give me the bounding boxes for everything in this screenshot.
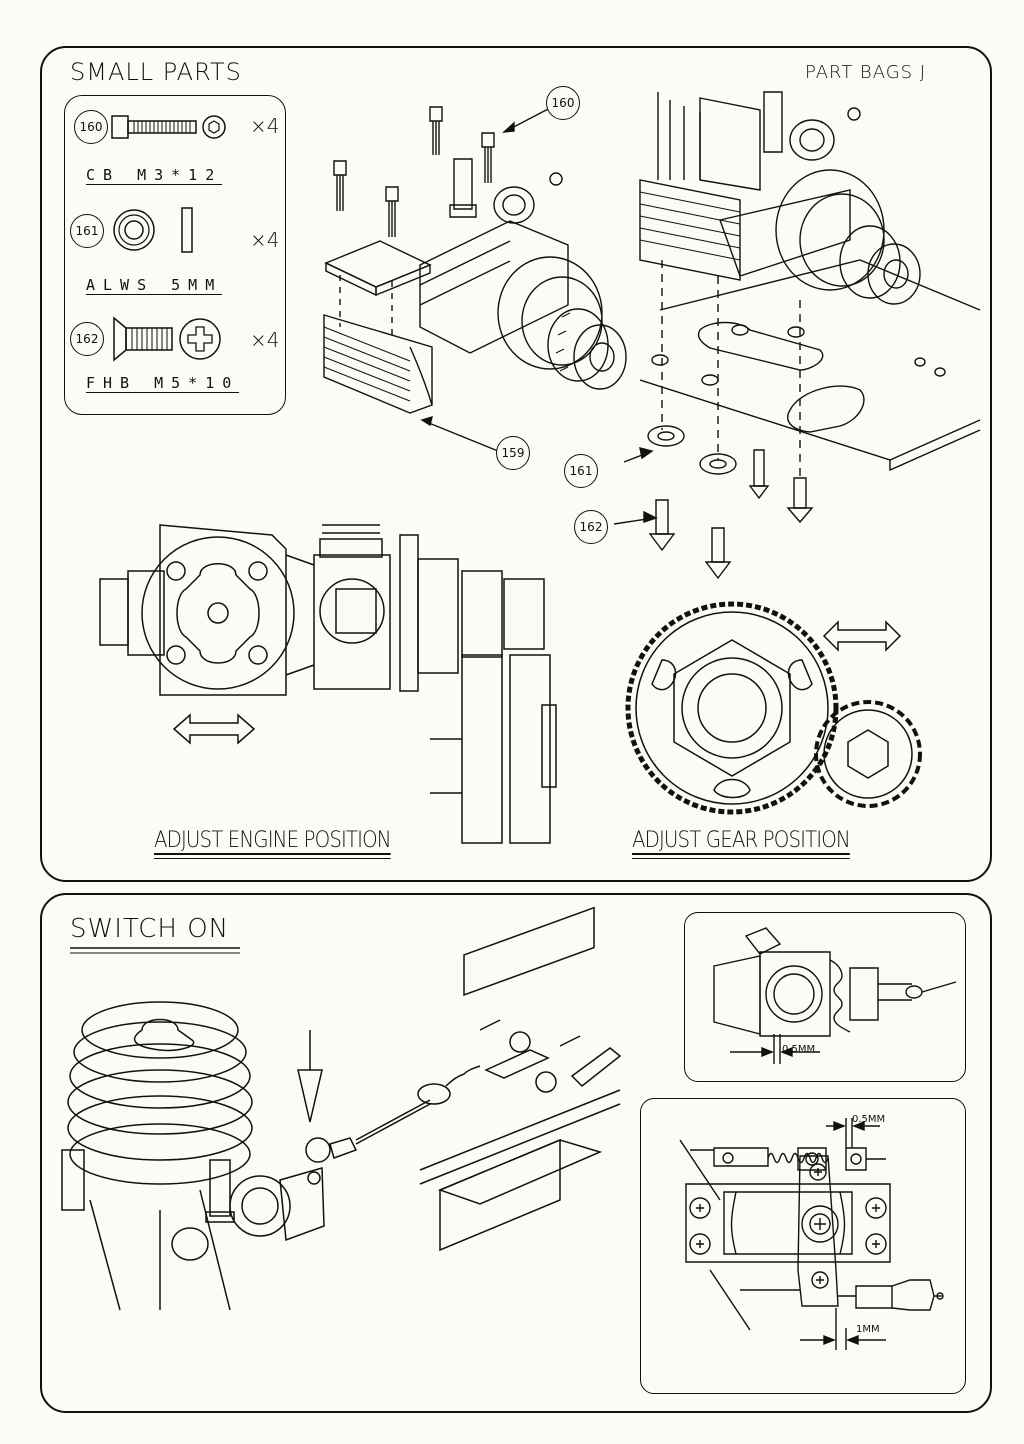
caption-adjust-engine-position: ADJUST ENGINE POSITION bbox=[154, 828, 392, 859]
cap-bolt-icon bbox=[110, 112, 230, 142]
switch-on-title-underline bbox=[70, 946, 242, 956]
dim-label-gap-link: 0.5MM bbox=[852, 1114, 886, 1125]
engine-on-chassis-exploded-drawing bbox=[560, 80, 980, 590]
engine-mount-exploded-drawing bbox=[300, 95, 620, 465]
caption-adjust-gear-position: ADJUST GEAR POSITION bbox=[632, 828, 851, 859]
engine-front-view-drawing bbox=[90, 515, 560, 850]
callout-161: 161 bbox=[564, 454, 598, 488]
top-panel bbox=[40, 46, 992, 882]
part-spec-161: ALWS 5MM bbox=[86, 276, 223, 295]
section-title-switch-on: SWITCH ON bbox=[70, 914, 230, 944]
part-number-162: 162 bbox=[70, 322, 104, 356]
small-parts-box bbox=[64, 95, 286, 415]
dim-label-gap-top: 0.5MM bbox=[782, 1044, 816, 1055]
callout-162: 162 bbox=[574, 510, 608, 544]
inset-carb-gap-box bbox=[684, 912, 966, 1082]
engine-throttle-linkage-drawing bbox=[60, 990, 620, 1310]
part-qty-162: ×4 bbox=[250, 328, 280, 352]
part-qty-161: ×4 bbox=[250, 228, 280, 252]
part-spec-160: CB M3*12 bbox=[86, 166, 223, 185]
part-spec-162: FHB M5*10 bbox=[86, 374, 240, 393]
carb-gap-drawing bbox=[700, 924, 960, 1070]
dim-label-gap-bottom: 1MM bbox=[856, 1324, 880, 1335]
flat-head-bolt-icon bbox=[110, 314, 230, 364]
inset-servo-linkage-box bbox=[640, 1098, 966, 1394]
callout-160: 160 bbox=[546, 86, 580, 120]
washer-icon bbox=[112, 206, 212, 256]
servo-linkage-drawing bbox=[650, 1110, 960, 1390]
part-bags-label: PART BAGS J bbox=[805, 62, 927, 83]
callout-159: 159 bbox=[496, 436, 530, 470]
section-title-small-parts: SMALL PARTS bbox=[70, 58, 242, 86]
part-number-161: 161 bbox=[70, 214, 104, 248]
spur-gear-drawing bbox=[624, 600, 924, 840]
part-number-160: 160 bbox=[74, 110, 108, 144]
bottom-panel bbox=[40, 893, 992, 1413]
part-qty-160: ×4 bbox=[250, 114, 280, 138]
